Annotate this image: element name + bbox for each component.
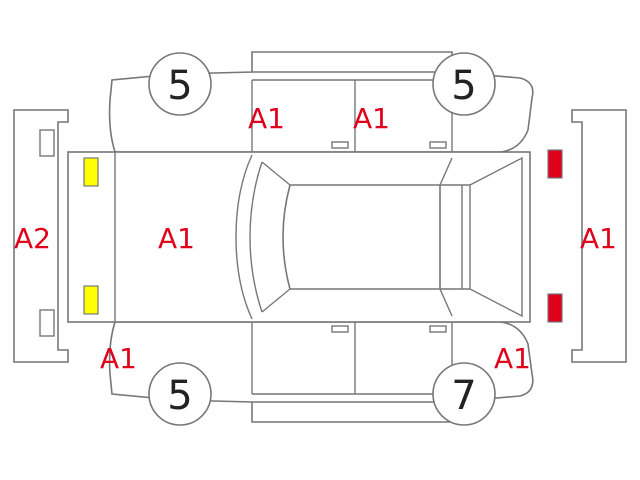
left-side-panel <box>108 51 534 153</box>
tire-front-right-grade: 5 <box>167 373 192 419</box>
front-right-corner-code: A1 <box>100 342 137 375</box>
rear-left-light <box>547 149 563 179</box>
tire-front-left-grade: 5 <box>167 63 192 109</box>
hood-code: A1 <box>158 222 195 255</box>
left-front-door-code: A1 <box>248 102 285 135</box>
rear-bumper <box>571 109 627 363</box>
tire-front-left: 5 <box>148 52 212 116</box>
tire-rear-left: 5 <box>432 52 496 116</box>
rear-right-corner-code: A1 <box>494 342 531 375</box>
car-body-top <box>67 151 531 323</box>
tire-rear-right: 7 <box>432 362 496 426</box>
front-left-light <box>83 157 99 187</box>
right-side-panel <box>108 321 534 423</box>
tire-rear-left-grade: 5 <box>451 63 476 109</box>
rear-panel-code: A1 <box>580 222 617 255</box>
tire-front-right: 5 <box>148 362 212 426</box>
rear-right-light <box>547 293 563 323</box>
tire-rear-right-grade: 7 <box>451 373 476 419</box>
front-right-light <box>83 285 99 315</box>
front-bumper-code: A2 <box>14 222 51 255</box>
front-bumper <box>13 109 69 363</box>
left-rear-door-code: A1 <box>353 102 390 135</box>
